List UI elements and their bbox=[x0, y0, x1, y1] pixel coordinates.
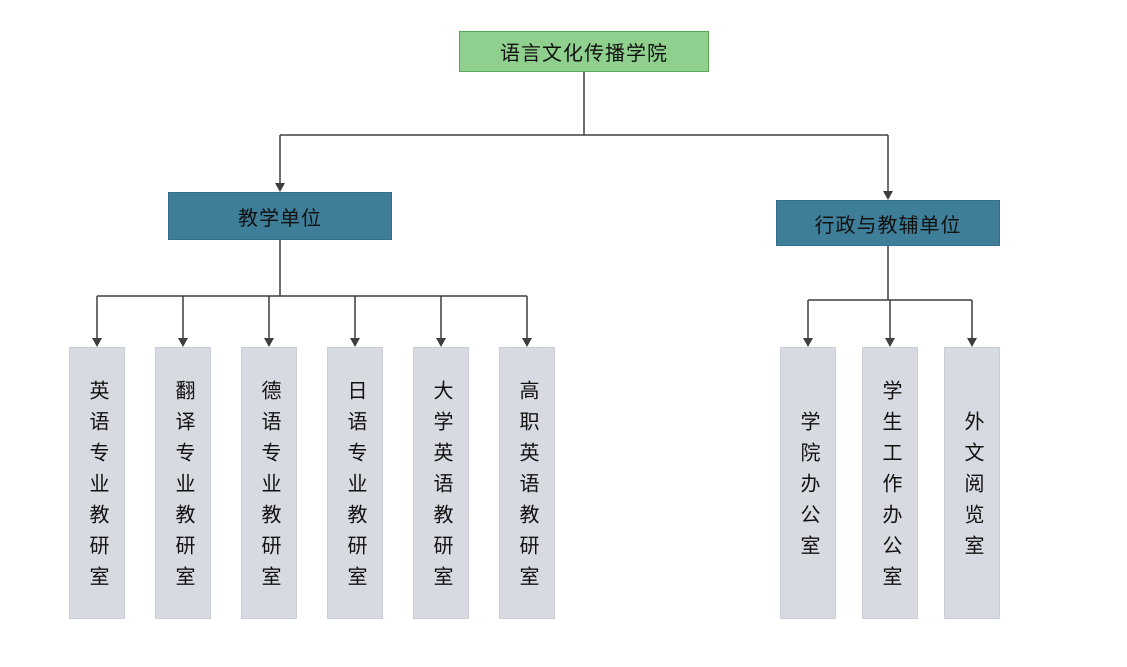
org-leaf-box: 日语专业教研室 bbox=[327, 347, 383, 619]
org-leaf-label: 高职英语教研室 bbox=[516, 380, 538, 597]
branch-node-label: 行政与教辅单位 bbox=[814, 214, 962, 237]
org-leaf-label: 外文阅览室 bbox=[961, 411, 983, 566]
org-leaf-box: 翻译专业教研室 bbox=[155, 347, 211, 619]
org-leaf-box: 外文阅览室 bbox=[944, 347, 1000, 619]
org-leaf-box: 学院办公室 bbox=[780, 347, 836, 619]
org-leaf-label: 大学英语教研室 bbox=[430, 380, 452, 597]
branch-node-label: 教学单位 bbox=[238, 207, 322, 230]
org-leaf-box: 大学英语教研室 bbox=[413, 347, 469, 619]
org-leaf-label: 英语专业教研室 bbox=[86, 380, 108, 597]
org-leaf-box: 高职英语教研室 bbox=[499, 347, 555, 619]
org-leaf-box: 德语专业教研室 bbox=[241, 347, 297, 619]
org-leaf-label: 翻译专业教研室 bbox=[172, 380, 194, 597]
branch-node-admin-units: 行政与教辅单位 bbox=[776, 200, 1000, 246]
org-leaf-label: 学院办公室 bbox=[797, 411, 819, 566]
org-leaf-label: 学生工作办公室 bbox=[879, 380, 901, 597]
root-node: 语言文化传播学院 bbox=[459, 31, 709, 72]
org-leaf-label: 德语专业教研室 bbox=[258, 380, 280, 597]
branch-node-teaching-units: 教学单位 bbox=[168, 192, 392, 240]
org-leaf-label: 日语专业教研室 bbox=[344, 380, 366, 597]
org-leaf-box: 英语专业教研室 bbox=[69, 347, 125, 619]
org-leaf-box: 学生工作办公室 bbox=[862, 347, 918, 619]
root-node-label: 语言文化传播学院 bbox=[500, 43, 668, 65]
